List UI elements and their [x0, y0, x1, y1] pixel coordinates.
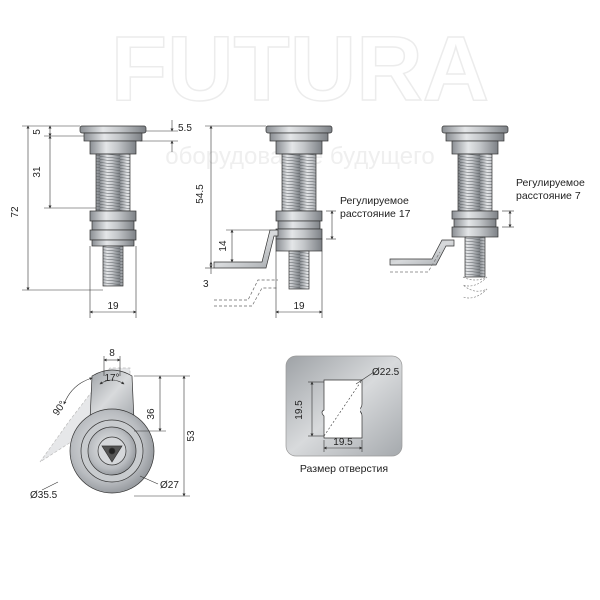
dim-radius-36: 36 — [146, 408, 157, 420]
note-adjustable-7-line2: расстояние 7 — [516, 190, 581, 202]
dim-small-angle: 17° — [104, 373, 119, 384]
dim-overall-53: 53 — [186, 430, 197, 442]
dim-outer-diameter: Ø35.5 — [30, 490, 58, 501]
note-adjustable-7-line1: Регулируемое — [516, 177, 585, 189]
dim-tongue-thickness: 3 — [203, 279, 209, 290]
side-view-right-labels: Регулируемое расстояние 7 — [516, 177, 585, 202]
dim-body-width: 19 — [107, 301, 119, 312]
dim-swing-angle: 90° — [51, 399, 69, 418]
cutout-caption: Размер отверстия — [300, 463, 388, 475]
note-adjustable-17-line1: Регулируемое — [340, 195, 409, 207]
dim-cap-height: 5 — [32, 129, 43, 135]
top-view-labels: 8 17° 90° 36 53 Ø35.5 Ø27 — [30, 348, 197, 501]
dim-inner-diameter: Ø27 — [160, 480, 179, 491]
cutout-labels: Ø22.5 19.5 19.5 Размер отверстия — [294, 367, 400, 475]
dim-cap-offset: 5.5 — [178, 123, 192, 134]
note-adjustable-17-line2: расстояние 17 — [340, 208, 411, 220]
dim-cutout-height: 19.5 — [294, 400, 305, 420]
dim-thread-top: 31 — [32, 166, 43, 178]
dim-middle-width: 19 — [293, 301, 305, 312]
side-view-middle — [205, 125, 336, 318]
dim-body-length: 54.5 — [195, 184, 206, 204]
dim-cutout-diameter: Ø22.5 — [372, 367, 400, 378]
dim-tongue-offset: 14 — [218, 240, 229, 252]
side-view-left — [22, 120, 178, 318]
dim-tongue-width: 8 — [109, 348, 115, 359]
dim-total-length: 72 — [10, 206, 21, 218]
side-view-right — [389, 125, 514, 299]
side-view-left-labels: 72 5 31 5.5 19 — [10, 123, 192, 312]
side-view-middle-labels: 54.5 14 3 19 Регулируемое расстояние 17 — [195, 184, 411, 312]
dim-cutout-width: 19.5 — [333, 437, 353, 448]
top-view — [39, 356, 190, 497]
watermark-brand: FUTURA — [111, 18, 489, 120]
cutout-view — [285, 355, 403, 457]
